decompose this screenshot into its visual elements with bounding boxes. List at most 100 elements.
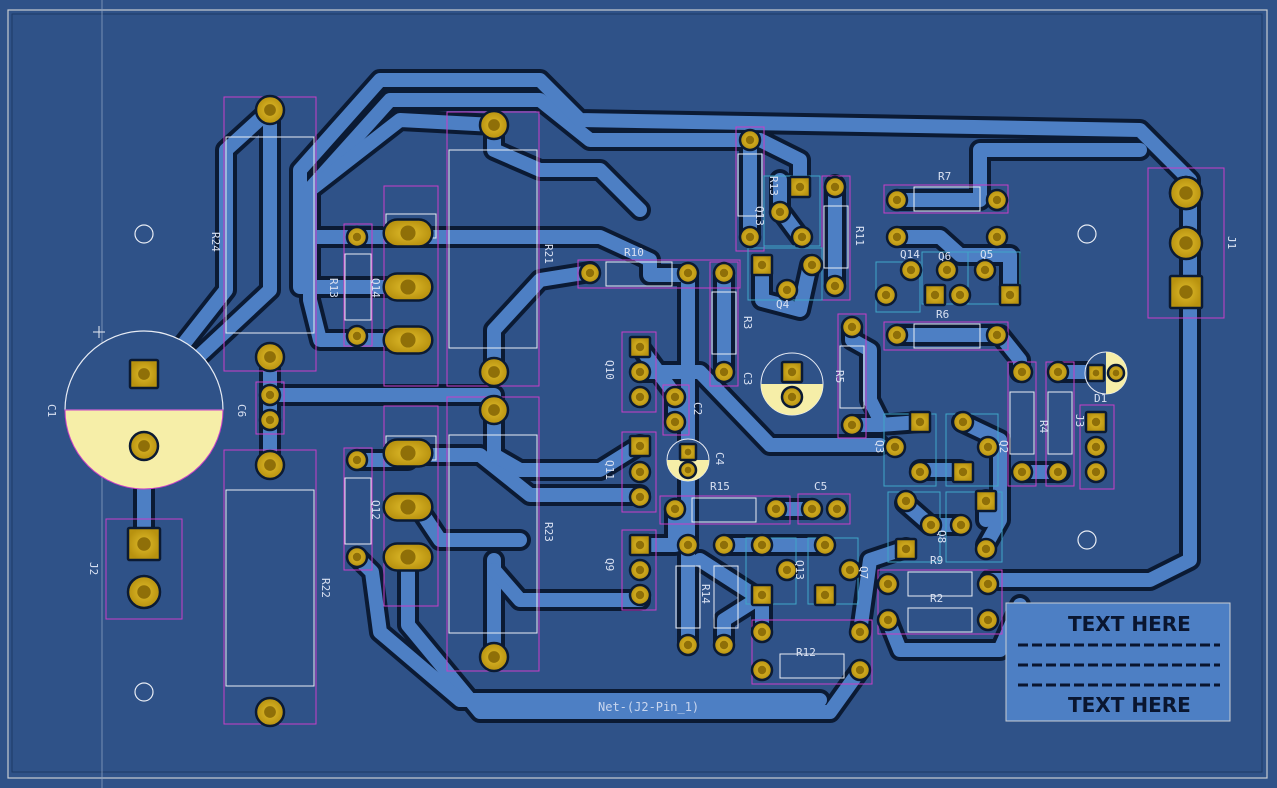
q1-pad[interactable] [874,283,898,307]
q10-pad[interactable] [628,360,652,384]
q12-pad[interactable] [382,492,434,522]
copper-track[interactable] [487,118,647,217]
pads-layer[interactable] [126,94,1204,728]
c6-pad[interactable] [258,383,282,407]
q14-pad[interactable] [382,325,434,355]
c5-pad[interactable] [825,497,849,521]
r12b-pad[interactable] [750,620,774,644]
r23-pad[interactable] [478,641,510,673]
r9b-pad[interactable] [712,533,736,557]
r11-pad[interactable] [823,274,847,298]
copper-track[interactable] [303,113,501,347]
r7-pad[interactable] [985,188,1009,212]
r9b-pad[interactable] [712,633,736,657]
copper-track[interactable] [293,73,1197,587]
r4-pad[interactable] [1010,360,1034,384]
r24-pad[interactable] [254,341,286,373]
q13b-pad[interactable] [750,583,774,607]
q9-pad[interactable] [628,558,652,582]
q11-pad[interactable] [628,434,652,458]
r22-pad[interactable] [254,696,286,728]
q7-pad[interactable] [919,513,943,537]
q3-pad[interactable] [883,435,907,459]
copper-track[interactable] [955,415,1007,552]
q9b-pad[interactable] [813,533,837,557]
q11-pad[interactable] [628,460,652,484]
q4-pad[interactable] [750,253,774,277]
copper-track[interactable] [633,365,887,452]
copper-track[interactable] [633,503,682,552]
q2-pad[interactable] [976,435,1000,459]
c4-pad[interactable] [678,442,698,462]
q13b-pad[interactable] [750,533,774,557]
c1-pad[interactable] [128,430,160,462]
q7-pad[interactable] [894,537,918,561]
c6-pad[interactable] [258,408,282,432]
q5-pad[interactable] [998,283,1022,307]
copper-track[interactable] [350,550,827,707]
r15-pad[interactable] [764,497,788,521]
copper-track[interactable] [487,265,597,379]
q10-pad[interactable] [628,385,652,409]
q13-pad[interactable] [788,175,812,199]
q4-pad[interactable] [775,278,799,302]
r14b-pad[interactable] [885,225,909,249]
r12-pad[interactable] [345,448,369,472]
q8-pad[interactable] [949,513,973,537]
q6-pad[interactable] [923,283,947,307]
r21-pad[interactable] [478,356,510,388]
c2-pad[interactable] [663,385,687,409]
c1-pad[interactable] [128,358,160,390]
q8-pad[interactable] [974,537,998,561]
r10-pad[interactable] [676,261,700,285]
q1-pad[interactable] [899,258,923,282]
q2-pad[interactable] [951,410,975,434]
r6-pad[interactable] [885,323,909,347]
q12-pad[interactable] [382,438,434,468]
q13-pad[interactable] [790,225,814,249]
c4-pad[interactable] [678,460,698,480]
r13b-pad[interactable] [738,225,762,249]
c3-pad[interactable] [780,360,804,384]
j1-pad[interactable] [1168,175,1204,211]
r12b-pad[interactable] [750,658,774,682]
q8-pad[interactable] [974,489,998,513]
j1-pad[interactable] [1168,225,1204,261]
q4-pad[interactable] [800,253,824,277]
r2-pad[interactable] [976,608,1000,632]
r1-pad[interactable] [1046,360,1070,384]
r14-pad[interactable] [676,633,700,657]
q9-pad[interactable] [628,583,652,607]
q2-pad[interactable] [951,460,975,484]
r7-pad[interactable] [885,188,909,212]
r10-pad[interactable] [712,261,736,285]
r11-pad[interactable] [823,175,847,199]
q12-pad[interactable] [382,542,434,572]
q3-pad[interactable] [908,460,932,484]
j2-pad[interactable] [126,574,162,610]
q14-pad[interactable] [382,218,434,248]
r5-pad[interactable] [840,315,864,339]
r14-pad[interactable] [676,533,700,557]
q14-pad[interactable] [382,272,434,302]
r9-pad[interactable] [976,572,1000,596]
copper-track[interactable] [487,403,647,477]
r13b-pad[interactable] [738,128,762,152]
r9-pad[interactable] [876,572,900,596]
j2-pad[interactable] [126,526,162,562]
q10-pad[interactable] [628,335,652,359]
r1-pad[interactable] [1046,460,1070,484]
c2-pad[interactable] [663,410,687,434]
r3-pad[interactable] [712,360,736,384]
r24-pad[interactable] [254,94,286,126]
j3-pad[interactable] [1084,435,1108,459]
r21-pad[interactable] [478,109,510,141]
r22-pad[interactable] [254,449,286,481]
j3-pad[interactable] [1084,410,1108,434]
r5-pad[interactable] [840,413,864,437]
copper-track[interactable] [890,143,1147,207]
r13-pad[interactable] [345,324,369,348]
j3-pad[interactable] [1084,460,1108,484]
r4-pad[interactable] [1010,460,1034,484]
